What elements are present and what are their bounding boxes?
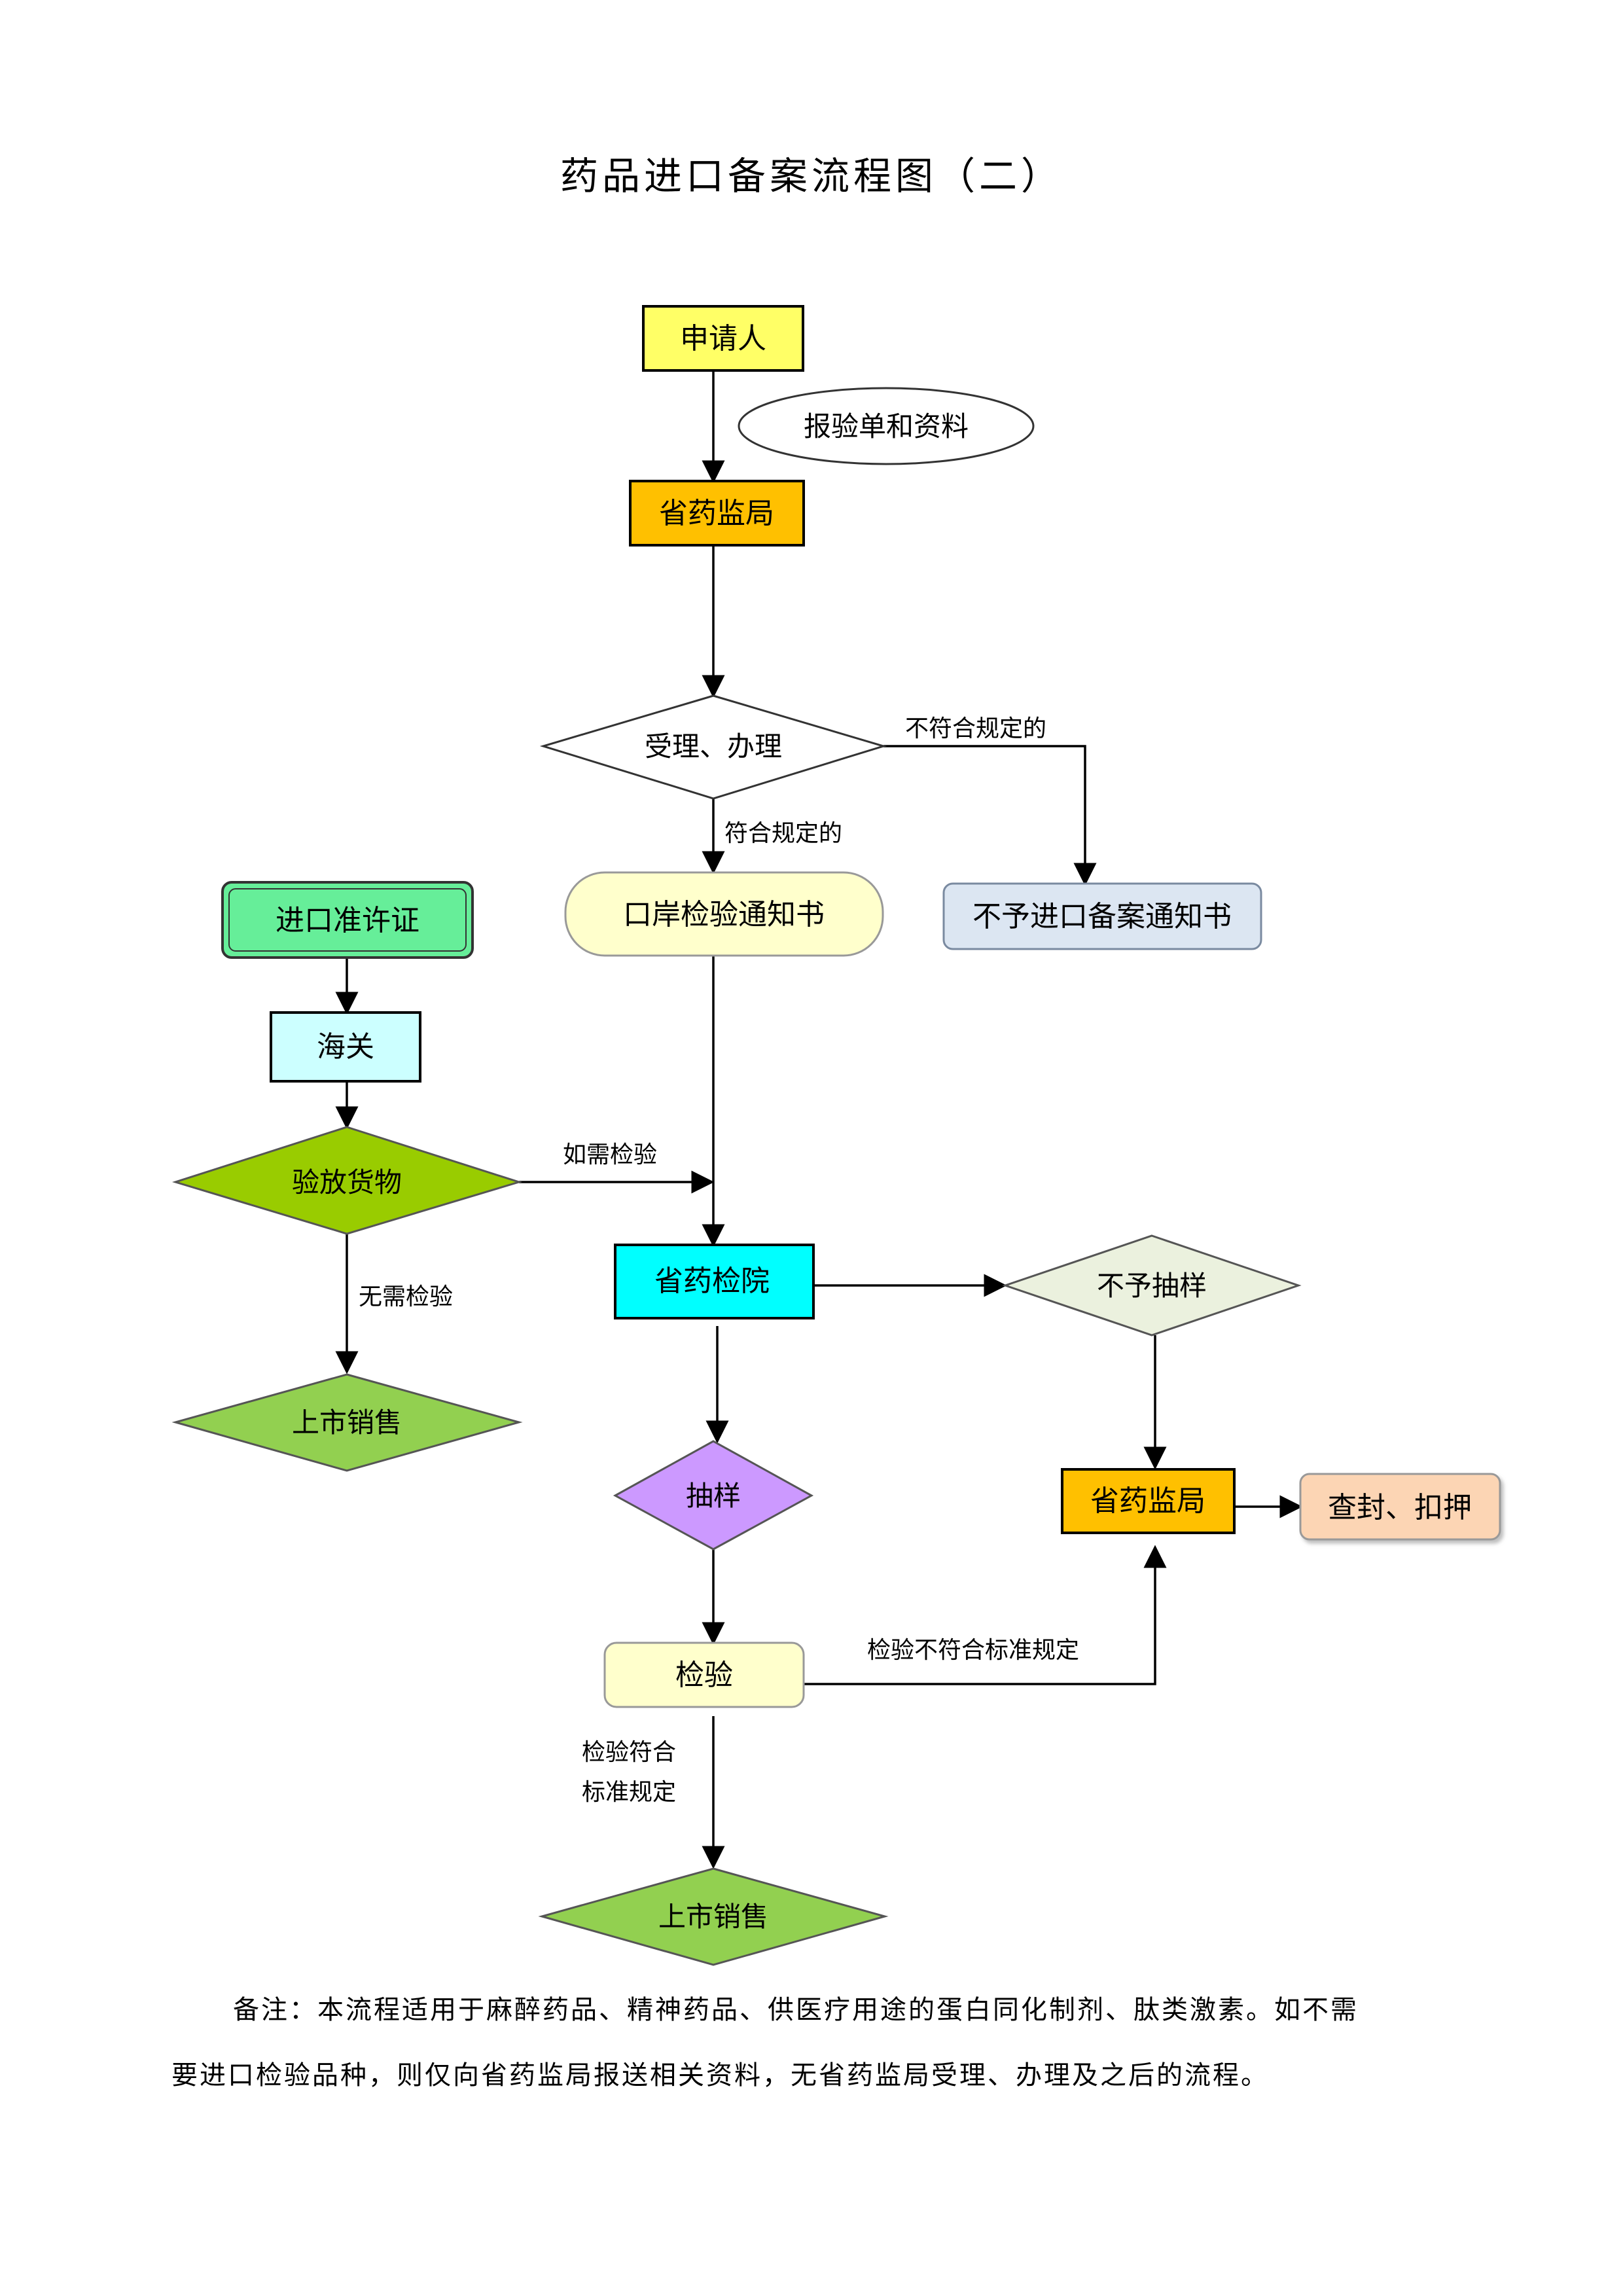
note-line-1: 备注：本流程适用于麻醉药品、精神药品、供医疗用途的蛋白同化制剂、肽类激素。如不需 <box>233 1995 1359 2025</box>
node-market-left: 上市销售 <box>171 1373 523 1472</box>
node-market-left-label: 上市销售 <box>292 1407 402 1439</box>
node-release-goods-label: 验放货物 <box>292 1166 402 1198</box>
node-reject-notice: 不予进口备案通知书 <box>942 882 1262 950</box>
node-seal: 查封、扣押 <box>1299 1473 1501 1541</box>
node-inspection-label: 检验 <box>675 1659 733 1692</box>
label-pass-standard-1: 检验符合 <box>582 1739 676 1766</box>
node-no-sampling: 不予抽样 <box>1002 1234 1302 1336</box>
node-accept: 受理、办理 <box>539 694 887 800</box>
node-fda-right: 省药监局 <box>1061 1468 1236 1534</box>
node-market-bottom-label: 上市销售 <box>658 1901 768 1933</box>
page-title: 药品进口备案流程图（二） <box>560 154 1063 198</box>
node-customs-label: 海关 <box>317 1030 374 1064</box>
node-materials: 报验单和资料 <box>738 387 1035 465</box>
node-accept-label: 受理、办理 <box>645 730 782 762</box>
node-institute-label: 省药检院 <box>654 1265 770 1298</box>
node-applicant: 申请人 <box>642 305 804 372</box>
node-fda-top: 省药监局 <box>629 480 805 547</box>
label-pass-standard-2: 标准规定 <box>582 1779 676 1806</box>
node-seal-label: 查封、扣押 <box>1328 1491 1472 1524</box>
node-customs: 海关 <box>270 1011 421 1083</box>
label-fail-standard: 检验不符合标准规定 <box>867 1637 1079 1664</box>
label-not-compliant: 不符合规定的 <box>905 715 1046 742</box>
node-port-notice: 口岸检验通知书 <box>564 871 884 957</box>
node-port-notice-label: 口岸检验通知书 <box>623 898 825 931</box>
label-compliant: 符合规定的 <box>724 820 842 847</box>
node-fda-top-label: 省药监局 <box>659 497 774 530</box>
node-sampling: 抽样 <box>613 1440 814 1551</box>
node-release-goods: 验放货物 <box>171 1126 523 1235</box>
note-line-2: 要进口检验品种，则仅向省药监局报送相关资料，无省药监局受理、办理及之后的流程。 <box>171 2060 1269 2090</box>
node-applicant-label: 申请人 <box>680 322 766 355</box>
edge-accept-to-reject <box>883 745 1097 886</box>
edge-inspection-to-fda <box>804 1545 1167 1685</box>
node-materials-label: 报验单和资料 <box>804 410 969 442</box>
label-no-inspection: 无需检验 <box>359 1283 453 1310</box>
node-market-bottom: 上市销售 <box>538 1867 889 1966</box>
node-inspection: 检验 <box>603 1641 805 1708</box>
node-fda-right-label: 省药监局 <box>1090 1484 1205 1518</box>
node-sampling-label: 抽样 <box>686 1480 741 1512</box>
node-import-license: 进口准许证 <box>221 881 474 959</box>
label-need-inspection: 如需检验 <box>563 1141 657 1168</box>
node-import-license-label: 进口准许证 <box>276 904 419 937</box>
node-reject-notice-label: 不予进口备案通知书 <box>972 900 1232 933</box>
node-institute: 省药检院 <box>614 1244 815 1319</box>
node-no-sampling-label: 不予抽样 <box>1097 1270 1207 1302</box>
